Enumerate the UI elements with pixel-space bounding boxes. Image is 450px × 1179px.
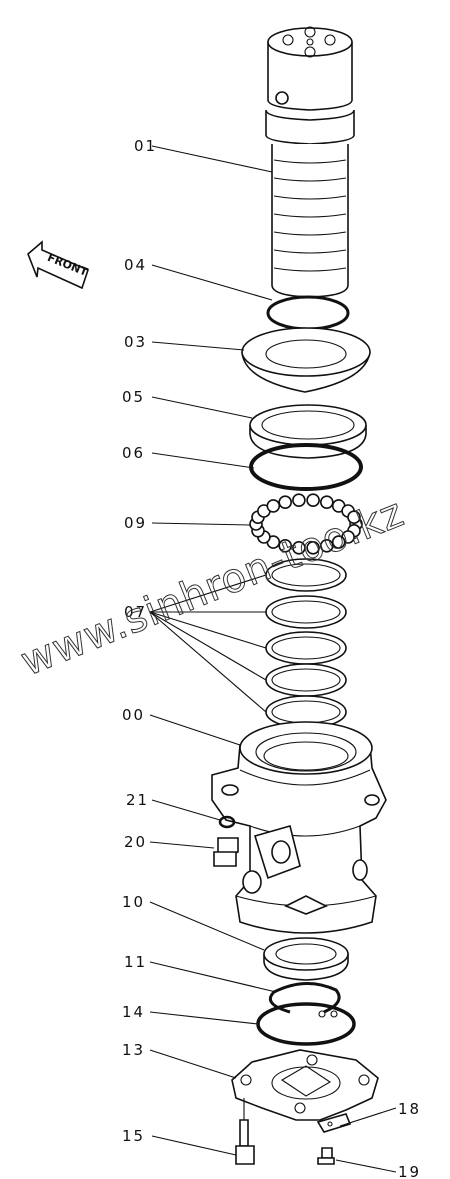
- part-18-plate: [316, 1113, 352, 1133]
- part-19-screw: [317, 1147, 335, 1165]
- steel-ball: [331, 535, 346, 549]
- callout-11: 11: [124, 953, 147, 971]
- steel-ball: [347, 510, 361, 525]
- callout-10: 10: [122, 893, 145, 911]
- steel-ball: [306, 493, 320, 508]
- callout-00: 00: [122, 706, 145, 724]
- callout-07: 07: [124, 603, 147, 621]
- callout-21: 21: [126, 791, 149, 809]
- part-20-bolt: [213, 837, 239, 867]
- steel-ball: [319, 495, 334, 510]
- part-04-o-ring: [266, 295, 350, 331]
- part-07-seals: [265, 558, 347, 729]
- part-00-body: [211, 721, 387, 934]
- steel-ball: [306, 540, 320, 555]
- steel-ball: [266, 499, 281, 513]
- part-14-o-ring: [256, 1002, 356, 1046]
- callout-06: 06: [122, 444, 145, 462]
- steel-ball: [292, 493, 306, 508]
- steel-ball: [292, 540, 306, 555]
- steel-ball: [319, 538, 334, 553]
- part-01-swivel-shaft: [265, 26, 355, 298]
- steel-ball: [278, 495, 293, 510]
- part-11-snap-ring: [269, 981, 341, 1018]
- part-10-spacer: [263, 937, 349, 981]
- part-15-bolt: [235, 1119, 255, 1165]
- callout-labels: 01 04 03 05 06 09 07 00 21 20 10 11 14 1…: [122, 137, 421, 1179]
- callout-04: 04: [124, 256, 147, 274]
- leader-lines: [149, 145, 397, 1173]
- callout-01: 01: [134, 137, 157, 155]
- part-06-o-ring: [249, 443, 363, 491]
- callout-20: 20: [124, 833, 147, 851]
- steel-ball: [278, 538, 293, 553]
- callout-18: 18: [398, 1100, 421, 1118]
- callout-09: 09: [124, 514, 147, 532]
- callout-15: 15: [122, 1127, 145, 1145]
- part-09-steel-balls: [249, 493, 363, 555]
- callout-05: 05: [122, 388, 145, 406]
- part-13-cover: [231, 1049, 379, 1121]
- callout-13: 13: [122, 1041, 145, 1059]
- watermark-text: www.sinhron-too.kz: [15, 490, 411, 686]
- callout-19: 19: [398, 1163, 421, 1179]
- callout-14: 14: [122, 1003, 145, 1021]
- part-21-washer: [218, 815, 236, 829]
- callout-03: 03: [124, 333, 147, 351]
- front-arrow-icon: FRONT: [27, 240, 90, 290]
- part-03-retainer: [241, 327, 371, 393]
